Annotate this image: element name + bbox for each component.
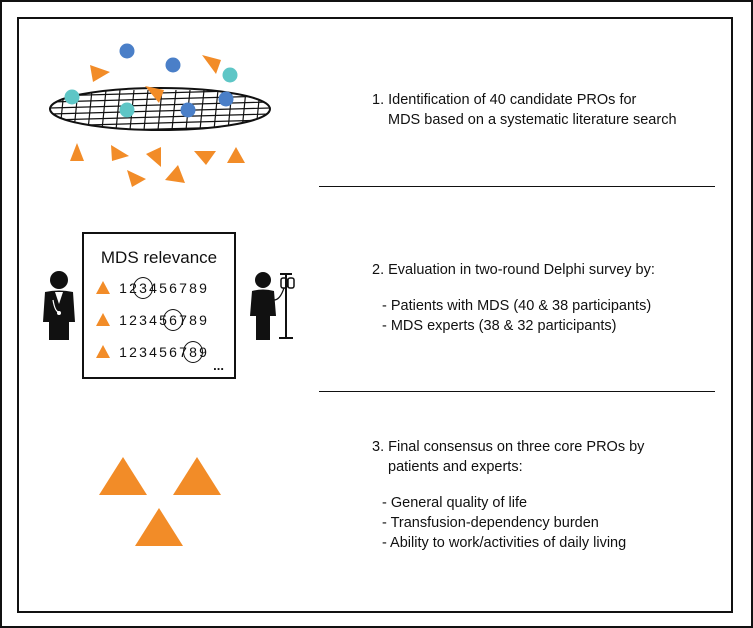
rating-number: 4 — [149, 312, 157, 328]
step-3-line-1: 3. Final consensus on three core PROs by — [372, 439, 645, 455]
rating-number: 2 — [129, 280, 137, 296]
step-3-item-1: - General quality of life — [382, 495, 528, 511]
step-3-item-3: - Ability to work/activities of daily li… — [382, 535, 627, 551]
rating-number: 3 — [139, 312, 147, 328]
literature-net-illustration — [49, 43, 271, 187]
step-1-text: 1. Identification of 40 candidate PROs f… — [372, 90, 677, 130]
rating-number-circled: 8 — [183, 341, 203, 363]
rating-number: 5 — [159, 344, 167, 360]
rating-number: 9 — [199, 312, 207, 328]
step-1-line-2: MDS based on a systematic literature sea… — [388, 112, 677, 128]
rating-number: 2 — [129, 312, 137, 328]
step-1-line-1: 1. Identification of 40 candidate PROs f… — [372, 92, 637, 108]
rating-number: 4 — [149, 344, 157, 360]
step-2-item-1: - Patients with MDS (40 & 38 participant… — [382, 298, 652, 314]
rating-number: 1 — [119, 312, 127, 328]
pro-triangle-icon — [96, 313, 110, 326]
patient-iv-icon — [250, 272, 295, 340]
rating-number: 8 — [189, 312, 197, 328]
rating-number: 9 — [199, 280, 207, 296]
rating-number: 5 — [159, 312, 167, 328]
rating-number: 5 — [159, 280, 167, 296]
rating-number: 1 — [119, 280, 127, 296]
step-3-item-2: - Transfusion-dependency burden — [382, 515, 599, 531]
relevance-title: MDS relevance — [100, 248, 218, 267]
rating-number-circled: 6 — [163, 309, 183, 331]
rating-number: 2 — [129, 344, 137, 360]
step-2-line-1: 2. Evaluation in two-round Delphi survey… — [372, 262, 655, 278]
rating-number: 7 — [179, 280, 187, 296]
step-3-line-2: patients and experts: — [388, 459, 523, 475]
rating-number: 7 — [179, 344, 187, 360]
rating-number: 8 — [189, 280, 197, 296]
step-3-text: 3. Final consensus on three core PROs by… — [372, 437, 644, 553]
figure-frame — [17, 17, 733, 613]
rating-number: 9 — [199, 344, 207, 360]
pro-triangle-icon — [96, 345, 110, 358]
step-2-text: 2. Evaluation in two-round Delphi survey… — [372, 260, 655, 336]
step-2-item-2: - MDS experts (38 & 32 participants) — [382, 318, 617, 334]
rating-number: 7 — [179, 312, 187, 328]
pro-triangle-icon — [96, 281, 110, 294]
rating-number: 6 — [169, 344, 177, 360]
rating-number: 4 — [149, 280, 157, 296]
divider-1 — [319, 186, 715, 187]
divider-2 — [319, 391, 715, 392]
rating-number: 1 — [119, 344, 127, 360]
rating-number: 3 — [139, 344, 147, 360]
rating-number-circled: 3 — [133, 277, 153, 299]
doctor-icon — [43, 271, 75, 340]
core-pros-triangles — [99, 457, 221, 546]
more-ellipsis: ... — [213, 358, 224, 373]
rating-number: 6 — [169, 280, 177, 296]
